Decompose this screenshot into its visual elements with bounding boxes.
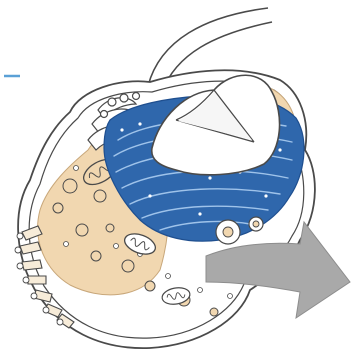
vesicle <box>63 179 77 193</box>
vesicle <box>122 260 134 272</box>
granule <box>166 274 171 279</box>
vesicle <box>53 203 63 213</box>
vesicle <box>210 308 218 316</box>
granule <box>198 288 203 293</box>
granule <box>74 166 79 171</box>
granule <box>228 294 233 299</box>
vesicle <box>106 224 114 232</box>
granule <box>64 242 69 247</box>
granule <box>114 244 119 249</box>
vesicle <box>76 224 88 236</box>
vesicle <box>145 281 155 291</box>
vesicle <box>91 251 101 261</box>
vesicle <box>94 190 106 202</box>
